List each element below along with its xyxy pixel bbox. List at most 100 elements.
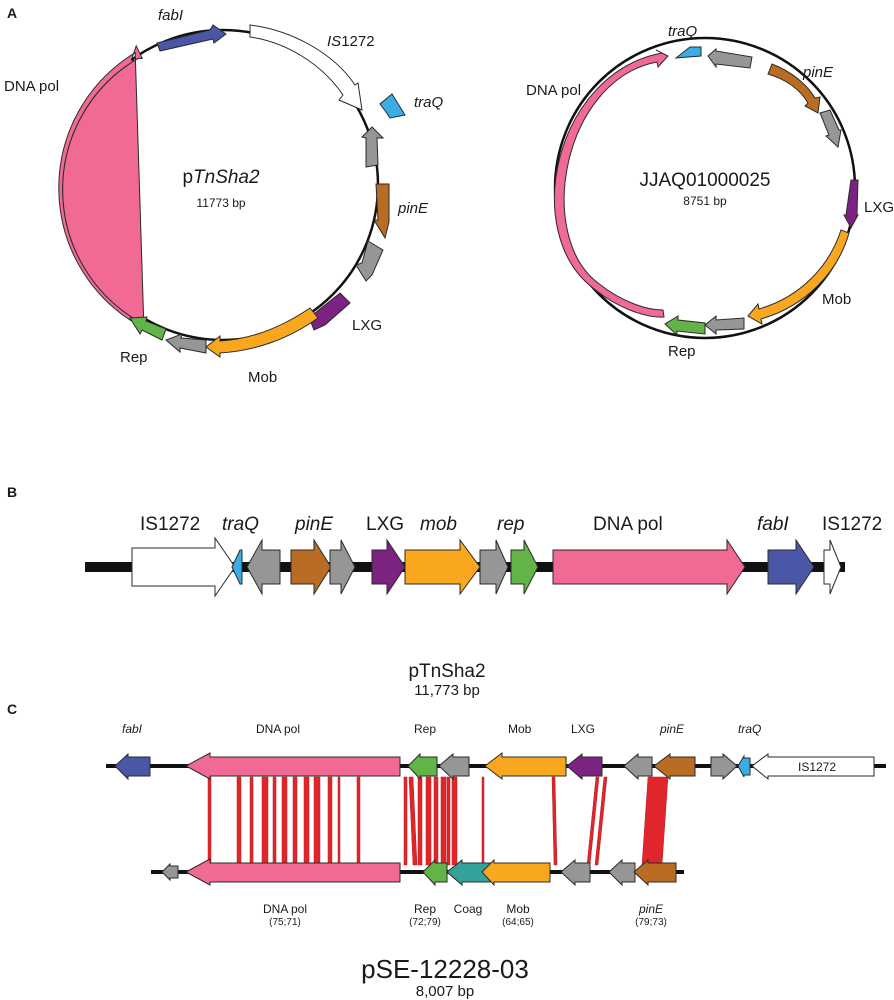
gene-traq [231, 549, 243, 585]
top-gene-orf-3 [710, 752, 738, 781]
bottom-label-pine: pinE [638, 902, 664, 916]
bottom-label-dna-pol: DNA pol [263, 902, 307, 916]
top-gene-is1272 [751, 753, 875, 781]
homology-links [207, 776, 669, 866]
gene-mob [404, 538, 481, 596]
bottom-label-mob-identity: (64;65) [502, 917, 534, 928]
bottom-gene-orf-2 [560, 858, 591, 887]
gene-pine [373, 183, 390, 240]
top-gene-rep [407, 752, 438, 781]
gene-lxg [307, 292, 351, 331]
top-gene-orf-2 [623, 752, 653, 781]
label-traq: traQ [668, 23, 698, 40]
label-is1272: IS1272 [327, 33, 375, 50]
gene-fabi [767, 538, 815, 596]
gene-dna-pol [553, 49, 669, 318]
panel-label-c: C [7, 701, 17, 717]
label-lxg: LXG [864, 199, 894, 216]
bottom-label-mob: Mob [506, 902, 530, 916]
plasmid-map-jjaq01000025: traQ pinE LXG Mob Rep DNA pol JJAQ010000… [526, 23, 894, 360]
gene-lxg [843, 179, 859, 230]
top-plasmid-name: pTnSha2 [408, 661, 485, 682]
top-gene-traq [737, 754, 751, 778]
top-gene-orf-1 [438, 752, 470, 781]
gene-is1272-right [823, 539, 842, 595]
plasmid-map-ptnsha2: fabI IS1272 traQ pinE LXG Mob Rep DNA po… [4, 7, 444, 386]
gene-orf-2 [355, 240, 384, 282]
bottom-gene-mob [481, 858, 551, 887]
top-gene-pine [653, 753, 696, 781]
gene-traq [674, 46, 702, 59]
label-dna-pol: DNA pol [526, 82, 581, 99]
gene-fabi [156, 24, 227, 52]
label-rep: rep [497, 514, 524, 535]
label-mob: mob [420, 514, 457, 535]
gene-rep [129, 316, 167, 341]
linear-map: IS1272 traQ pinE LXG mob rep DNA pol fab… [85, 514, 882, 598]
gene-orf-2 [819, 109, 842, 148]
top-label-is1272: IS1272 [798, 760, 836, 774]
gene-pine [290, 538, 332, 596]
bottom-label-rep: Rep [414, 902, 436, 916]
plasmid-size: 11773 bp [196, 196, 245, 210]
bottom-gene-pine [633, 858, 677, 887]
gene-is1272-left [131, 536, 236, 598]
top-label-traq: traQ [738, 722, 761, 736]
bottom-gene-dna-pol [184, 858, 401, 886]
bottom-label-coag: Coag [454, 902, 483, 916]
gene-rep [510, 539, 539, 595]
gene-pine [767, 63, 821, 114]
label-traq: traQ [414, 94, 444, 111]
label-pine: pinE [397, 200, 429, 217]
label-mob: Mob [248, 369, 277, 386]
gene-orf-3 [704, 314, 745, 336]
label-lxg: LXG [366, 514, 404, 535]
bottom-plasmid-name: pSE-12228-03 [361, 954, 529, 984]
gene-rep [664, 315, 706, 337]
top-plasmid-size: 11,773 bp [414, 682, 480, 699]
gene-dna-pol [552, 538, 746, 596]
bottom-gene-orf-1 [161, 862, 179, 882]
gene-orf-1 [707, 47, 753, 69]
gene-is1272 [249, 24, 363, 111]
label-traq: traQ [222, 514, 259, 535]
gene-dna-pol [58, 44, 145, 328]
bottom-label-rep-identity: (72;79) [409, 917, 441, 928]
label-is1272-right: IS1272 [822, 514, 882, 535]
bottom-label-pine-identity: (79;73) [635, 917, 667, 928]
gene-traq [379, 93, 406, 119]
gene-lxg [371, 538, 406, 596]
label-is1272-left: IS1272 [140, 514, 200, 535]
top-label-pine: pinE [659, 722, 685, 736]
bottom-label-dna-pol-identity: (75;71) [269, 917, 301, 928]
label-rep: Rep [120, 349, 148, 366]
gene-mob [205, 307, 319, 358]
label-lxg: LXG [352, 317, 382, 334]
gene-orf-2 [329, 539, 356, 595]
bottom-plasmid-size: 8,007 bp [416, 983, 474, 1000]
bottom-gene-orf-3 [608, 858, 636, 887]
top-label-lxg: LXG [571, 722, 595, 736]
top-label-mob: Mob [508, 722, 532, 736]
label-mob: Mob [822, 291, 851, 308]
gene-orf-1 [246, 538, 281, 596]
plasmid-name: pTnSha2 [182, 167, 260, 188]
gene-orf-1 [361, 126, 385, 168]
gene-orf-3 [479, 539, 509, 595]
top-label-rep: Rep [414, 722, 436, 736]
label-dna-pol: DNA pol [4, 78, 59, 95]
panel-label-a: A [7, 5, 17, 21]
top-gene-lxg [566, 752, 603, 781]
top-label-fabi: fabI [122, 722, 143, 736]
top-label-dna-pol: DNA pol [256, 722, 300, 736]
comparison-map: pTnSha2 11,773 bp [106, 661, 886, 1000]
top-gene-dna-pol [184, 752, 401, 780]
bottom-backbone [151, 870, 684, 874]
top-gene-mob [484, 751, 567, 781]
plasmid-size: 8751 bp [683, 194, 727, 208]
label-fabi: fabI [158, 7, 183, 24]
label-pine: pinE [802, 64, 834, 81]
gene-orf-3 [165, 333, 207, 354]
panel-label-b: B [7, 484, 17, 500]
